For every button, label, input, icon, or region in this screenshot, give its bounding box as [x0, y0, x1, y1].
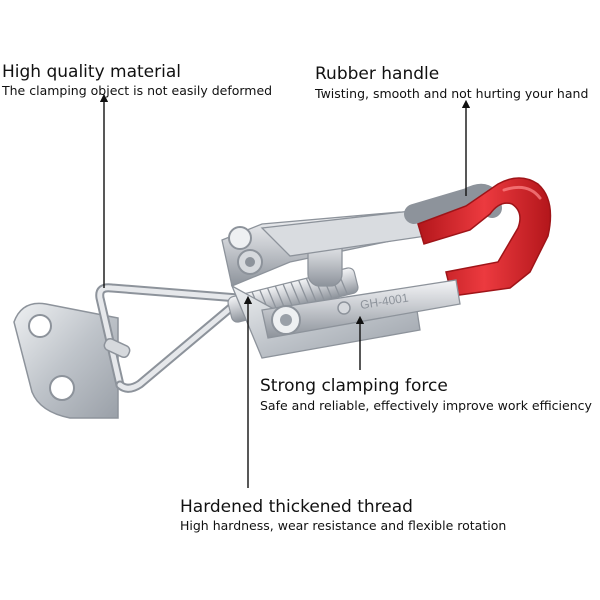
handle-callout-title: Rubber handle	[315, 64, 440, 84]
mounting-hole	[28, 314, 52, 338]
force-callout-title: Strong clamping force	[260, 376, 448, 396]
handle-callout-subtitle: Twisting, smooth and not hurting your ha…	[315, 86, 589, 101]
callout-arrows	[99, 93, 471, 488]
mounting-hole	[49, 375, 75, 401]
material-callout-title: High quality material	[2, 62, 181, 82]
handle-arm	[260, 177, 552, 297]
thread-callout-title: Hardened thickened thread	[180, 497, 413, 517]
thread-callout-subtitle: High hardness, wear resistance and flexi…	[180, 518, 507, 533]
material-callout-subtitle: The clamping object is not easily deform…	[2, 83, 273, 98]
wire-loop	[95, 283, 245, 393]
force-callout-subtitle: Safe and reliable, effectively improve w…	[260, 398, 592, 413]
base-plate	[13, 302, 119, 419]
lever-arm: GH-4001	[261, 279, 461, 339]
rubber-grip	[417, 177, 552, 297]
